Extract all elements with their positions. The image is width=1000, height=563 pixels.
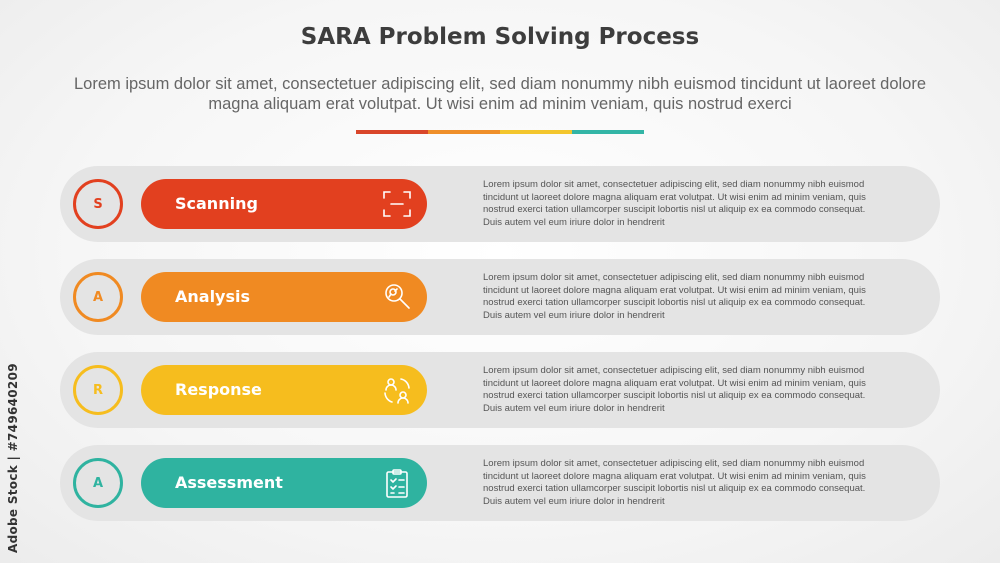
step-pill: Scanning [141, 179, 427, 229]
step-letter-circle: A [73, 458, 123, 508]
divider-segment [500, 130, 572, 134]
subtitle: Lorem ipsum dolor sit amet, consectetuer… [73, 75, 927, 113]
step-row-response: R Response Lorem ipsum dolor sit amet, c… [60, 352, 940, 428]
color-divider [356, 130, 644, 134]
step-label: Response [175, 380, 262, 399]
step-label: Analysis [175, 287, 251, 306]
step-letter-circle: S [73, 179, 123, 229]
step-description: Lorem ipsum dolor sit amet, consectetuer… [483, 179, 866, 228]
magnifier-analysis-icon [385, 284, 410, 309]
scan-frame-icon [383, 191, 411, 217]
divider-segment [428, 130, 500, 134]
step-pill: Assessment [141, 458, 427, 508]
divider-segment [356, 130, 428, 134]
step-row-scanning: S Scanning Lorem ipsum dolor sit amet, c… [60, 166, 940, 242]
step-description: Lorem ipsum dolor sit amet, consectetuer… [483, 272, 866, 321]
clipboard-checklist-icon [386, 469, 408, 498]
page-title: SARA Problem Solving Process [300, 24, 700, 50]
step-description: Lorem ipsum dolor sit amet, consectetuer… [483, 365, 866, 414]
step-pill: Analysis [141, 272, 427, 322]
watermark: Adobe Stock | #749640209 [6, 363, 20, 553]
people-cycle-icon [384, 378, 410, 404]
step-letter-circle: R [73, 365, 123, 415]
step-label: Scanning [175, 194, 258, 213]
step-label: Assessment [175, 473, 283, 492]
step-row-assessment: A Assessment Lorem ipsum dolor sit amet,… [60, 445, 940, 521]
divider-segment [572, 130, 644, 134]
step-description: Lorem ipsum dolor sit amet, consectetuer… [483, 458, 866, 507]
step-row-analysis: A Analysis Lorem ipsum dolor sit amet, c… [60, 259, 940, 335]
step-pill: Response [141, 365, 427, 415]
step-letter-circle: A [73, 272, 123, 322]
